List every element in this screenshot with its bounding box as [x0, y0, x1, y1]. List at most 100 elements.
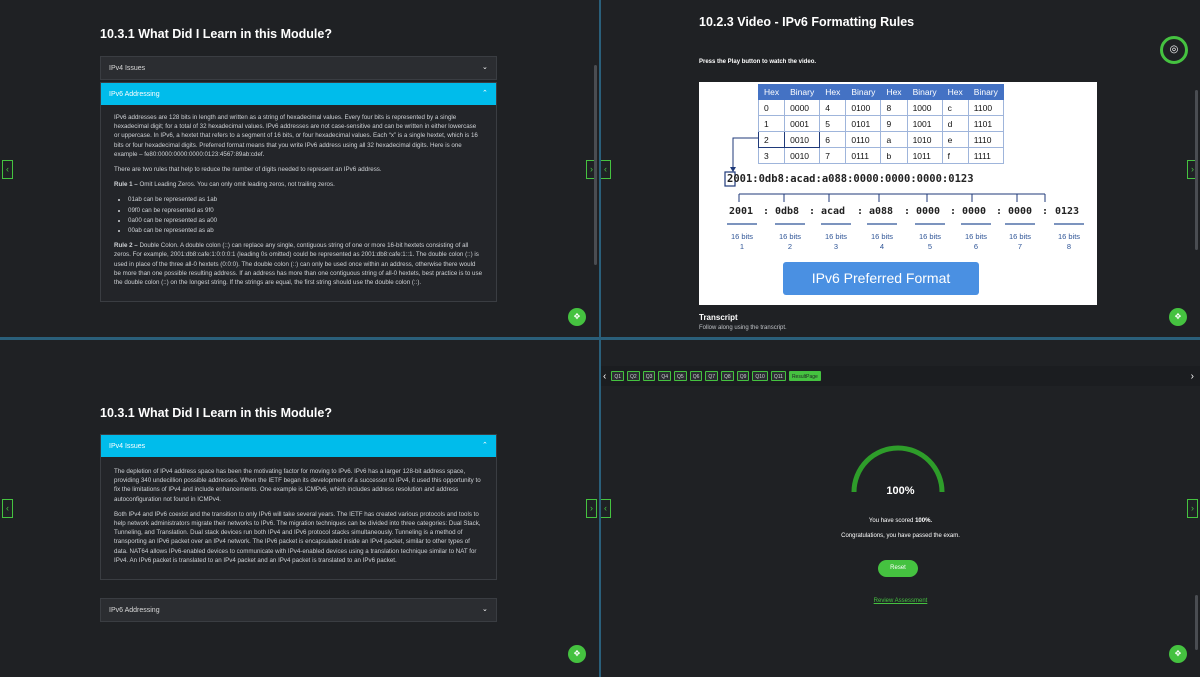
colon: :: [763, 206, 770, 217]
next-page-button[interactable]: ›: [586, 499, 597, 518]
prev-page-button[interactable]: ‹: [2, 499, 13, 518]
question-button-q4[interactable]: Q4: [658, 371, 672, 381]
congrats-text: Congratulations, you have passed the exa…: [841, 533, 960, 539]
colon: :: [950, 206, 957, 217]
rule-label: Rule 2 –: [114, 242, 138, 250]
hextet: 0000: [962, 206, 987, 217]
scrollbar[interactable]: [1195, 90, 1198, 250]
list-item: 01ab can be represented as 1ab: [128, 195, 483, 204]
question-button-q5[interactable]: Q5: [674, 371, 687, 381]
module-summary-panel-ipv4: 10.3.1 What Did I Learn in this Module? …: [0, 340, 599, 677]
accordion-ipv6-addressing[interactable]: IPv6 Addressing ⌄: [100, 598, 497, 622]
colon: :: [809, 206, 816, 217]
list-item: 09f0 can be represented as 9f0: [128, 206, 483, 215]
table-cell: f: [941, 147, 969, 164]
bits-text: 16 bits: [1057, 232, 1081, 241]
rule-1: Rule 1 – Omit Leading Zeros. You can onl…: [114, 180, 483, 189]
question-button-q7[interactable]: Q7: [705, 371, 719, 381]
page-title: 10.2.3 Video - IPv6 Formatting Rules: [699, 15, 915, 29]
accordion-header[interactable]: IPv4 Issues ⌄: [101, 57, 496, 79]
bits-number: 3: [833, 242, 839, 251]
next-page-button[interactable]: ›: [1187, 499, 1198, 518]
examples-list: 01ab can be represented as 1ab 09f0 can …: [128, 195, 483, 235]
question-button-q11[interactable]: Q11: [770, 371, 786, 381]
paragraph: The depletion of IPv4 address space has …: [114, 468, 481, 503]
prev-page-button[interactable]: ‹: [601, 499, 611, 518]
question-button-q8[interactable]: Q8: [721, 371, 734, 381]
question-button-q9[interactable]: Q9: [736, 371, 750, 381]
colon: :: [857, 206, 864, 217]
shield-icon[interactable]: ◎: [1160, 36, 1188, 64]
diagram-arrows: [724, 137, 1084, 225]
prev-arrow-icon[interactable]: ‹: [603, 370, 607, 382]
accordion-ipv4-issues[interactable]: IPv4 Issues ⌄: [100, 56, 497, 80]
page-title: 10.3.1 What Did I Learn in this Module?: [100, 27, 332, 41]
hextet: a088: [869, 206, 894, 217]
question-nav-bar: ‹ Q1 Q2 Q3 Q4 Q5 Q6 Q7 Q8 Q9 Q10 Q11 Res…: [601, 366, 1200, 386]
reset-button[interactable]: Reset: [878, 560, 918, 577]
video-player[interactable]: Hex Binary Hex Binary Hex Binary Hex Bin…: [699, 82, 1097, 305]
hextet: 0000: [916, 206, 941, 217]
menu-fab-icon[interactable]: ✥: [568, 645, 586, 663]
colon: :: [996, 206, 1003, 217]
score-value: 100%.: [915, 518, 933, 524]
table-cell: 7: [819, 147, 847, 164]
rule-text: Omit Leading Zeros. You can only omit le…: [137, 181, 335, 189]
question-button-q10[interactable]: Q10: [752, 371, 768, 381]
table-cell: 1111: [967, 147, 1004, 164]
menu-fab-icon[interactable]: ✥: [1169, 645, 1187, 663]
bits-number: 1: [739, 242, 745, 251]
score-percent: 100%: [886, 485, 915, 497]
table-row: 0 0000 4 0100 8 1000 c 1100: [757, 99, 1004, 116]
bits-number: 2: [787, 242, 793, 251]
rule-label: Rule 1 –: [114, 181, 138, 189]
list-item: 0a00 can be represented as a00: [128, 216, 483, 225]
quiz-result-panel: ‹ Q1 Q2 Q3 Q4 Q5 Q6 Q7 Q8 Q9 Q10 Q11 Res…: [601, 340, 1200, 677]
hextet: 0db8: [775, 206, 800, 217]
accordion-ipv6-addressing[interactable]: IPv6 Addressing ⌃ IPv6 addresses are 128…: [100, 82, 497, 303]
panel-divider-vertical: [599, 0, 601, 677]
question-button-q2[interactable]: Q2: [627, 371, 640, 381]
bits-number: 6: [973, 242, 979, 251]
prev-page-button[interactable]: ‹: [2, 160, 13, 179]
bits-text: 16 bits: [730, 232, 754, 241]
question-button-q3[interactable]: Q3: [642, 371, 656, 381]
question-button-q6[interactable]: Q6: [689, 371, 703, 381]
bits-text: 16 bits: [824, 232, 848, 241]
accordion-body: The depletion of IPv4 address space has …: [101, 457, 496, 580]
hex-binary-table: Hex Binary Hex Binary Hex Binary Hex Bin…: [757, 84, 1004, 164]
ipv6-address-full: 2001:0db8:acad:a088:0000:0000:0000:0123: [727, 173, 974, 185]
score-text: You have scored 100%.: [601, 518, 1200, 524]
scrollbar[interactable]: [1195, 595, 1198, 650]
review-assessment-link[interactable]: Review Assessment: [873, 598, 928, 604]
chevron-down-icon: ⌄: [482, 606, 488, 613]
accordion-header-active[interactable]: IPv6 Addressing ⌃: [101, 83, 496, 105]
menu-fab-icon[interactable]: ✥: [1169, 308, 1187, 326]
paragraph: There are two rules that help to reduce …: [114, 166, 382, 174]
video-instruction: Press the Play button to watch the video…: [699, 59, 817, 65]
prev-page-button[interactable]: ‹: [601, 160, 611, 179]
chevron-up-icon: ⌃: [482, 90, 488, 97]
table-cell: 3: [757, 147, 786, 164]
accordion-header[interactable]: IPv6 Addressing ⌄: [101, 599, 496, 621]
accordion-body: IPv6 addresses are 128 bits in length an…: [101, 105, 496, 302]
bits-text: 16 bits: [964, 232, 988, 241]
scrollbar[interactable]: [594, 65, 597, 265]
bits-number: 7: [1017, 242, 1023, 251]
next-arrow-icon[interactable]: ›: [1190, 370, 1194, 382]
result-page-button[interactable]: ResultPage: [788, 371, 821, 381]
question-button-q1[interactable]: Q1: [611, 371, 625, 381]
preferred-format-label: IPv6 Preferred Format: [783, 262, 979, 295]
bits-text: 16 bits: [1008, 232, 1032, 241]
accordion-ipv4-issues[interactable]: IPv4 Issues ⌃ The depletion of IPv4 addr…: [100, 434, 497, 581]
table-cell: b: [880, 147, 908, 164]
accordion-header-active[interactable]: IPv4 Issues ⌃: [101, 435, 496, 457]
accordion-label: IPv4 Issues: [109, 64, 146, 72]
score-gauge: [851, 445, 945, 493]
menu-fab-icon[interactable]: ✥: [568, 308, 586, 326]
